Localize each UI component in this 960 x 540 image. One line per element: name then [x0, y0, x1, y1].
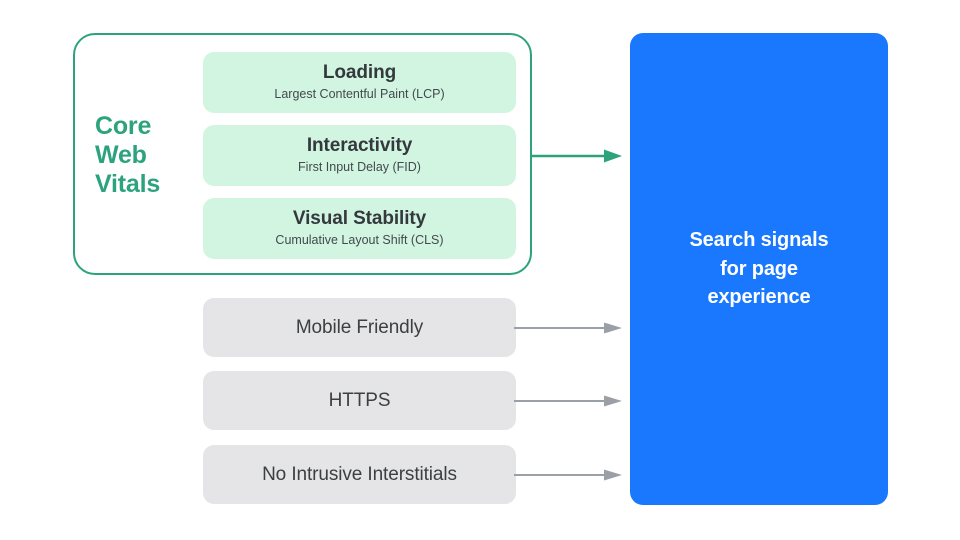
signal-card-no-intrusive-interstitials: No Intrusive Interstitials — [203, 445, 516, 504]
metric-card-loading: Loading Largest Contentful Paint (LCP) — [203, 52, 516, 113]
metric-card-visual-stability: Visual Stability Cumulative Layout Shift… — [203, 198, 516, 259]
signal-card-https: HTTPS — [203, 371, 516, 430]
metric-subtitle: Cumulative Layout Shift (CLS) — [275, 233, 444, 248]
signal-label: HTTPS — [328, 389, 391, 411]
metric-card-interactivity: Interactivity First Input Delay (FID) — [203, 125, 516, 186]
metric-title: Loading — [322, 62, 397, 84]
core-web-vitals-label: Core Web Vitals — [95, 112, 161, 198]
metric-subtitle: Largest Contentful Paint (LCP) — [274, 87, 445, 102]
search-signals-panel: Search signals for page experience — [630, 33, 888, 505]
metric-title: Visual Stability — [292, 208, 427, 230]
arrow-https-icon — [514, 395, 622, 407]
search-signals-panel-text: Search signals for page experience — [689, 229, 829, 309]
signal-card-mobile-friendly: Mobile Friendly — [203, 298, 516, 357]
arrow-core-web-vitals-icon — [530, 149, 622, 163]
metric-subtitle: First Input Delay (FID) — [298, 160, 421, 175]
core-web-vitals-group — [73, 33, 532, 275]
metric-title: Interactivity — [306, 135, 413, 157]
arrow-no-intrusive-interstitials-icon — [514, 469, 622, 481]
signal-label: Mobile Friendly — [295, 316, 424, 338]
arrow-mobile-friendly-icon — [514, 322, 622, 334]
signal-label: No Intrusive Interstitials — [262, 463, 457, 485]
